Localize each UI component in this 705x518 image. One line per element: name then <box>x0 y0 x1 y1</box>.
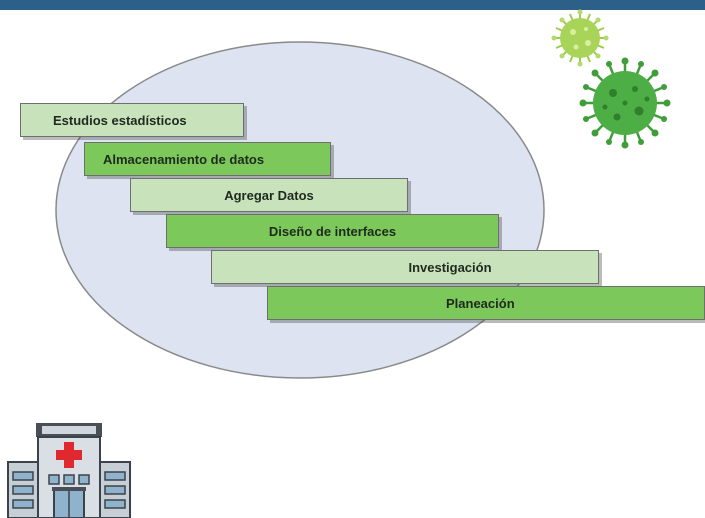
step-diseno-de-interfaces: Diseño de interfaces <box>166 214 499 248</box>
step-estudios-estadisticos: Estudios estadísticos <box>20 103 244 137</box>
step-label: Diseño de interfaces <box>268 223 397 239</box>
step-label: Almacenamiento de datos <box>103 151 265 167</box>
virus-icon <box>551 9 609 67</box>
step-investigacion: Investigación <box>211 250 599 284</box>
step-almacenamiento-de-datos: Almacenamiento de datos <box>84 142 331 176</box>
virus-icon <box>579 57 671 149</box>
step-label: Planeación <box>446 295 515 311</box>
hospital-icon <box>7 423 131 518</box>
step-label: Estudios estadísticos <box>53 112 187 128</box>
step-agregar-datos: Agregar Datos <box>130 178 408 212</box>
top-header-bar <box>0 0 705 10</box>
step-label: Agregar Datos <box>224 187 314 203</box>
step-planeacion: Planeación <box>267 286 705 320</box>
step-label: Investigación <box>408 259 492 275</box>
